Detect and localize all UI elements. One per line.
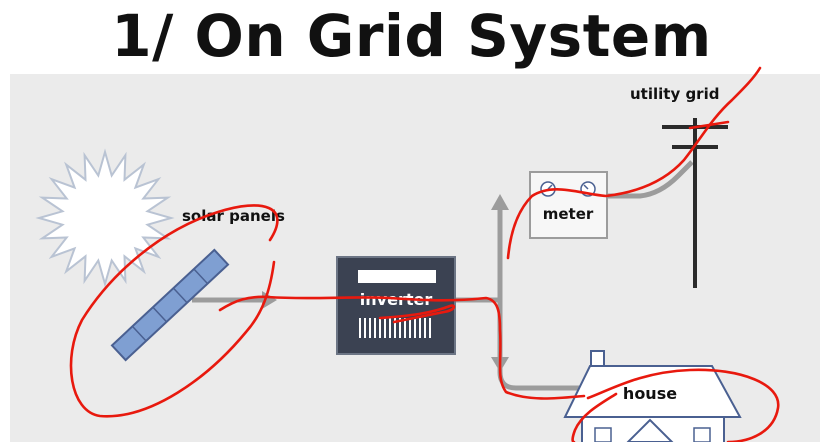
house-icon	[563, 350, 742, 442]
house-label: house	[623, 384, 677, 403]
red-annotation-strokes	[69, 66, 780, 442]
solar-panel-icon	[110, 248, 230, 362]
wire-meter-to-grid	[607, 160, 694, 199]
annotation-line-to-inverter	[218, 295, 586, 400]
porch-gable	[626, 418, 674, 442]
annotation-zigzag-inverter	[378, 304, 456, 324]
meter-label: meter	[543, 205, 594, 223]
arrow-to-meter	[491, 194, 509, 210]
inverter-icon	[336, 256, 456, 355]
page-title: 1/ On Grid System	[111, 2, 712, 70]
window-right	[693, 427, 711, 442]
utility-grid-label: utility grid	[630, 85, 719, 103]
annotation-line-to-grid	[506, 66, 762, 260]
solar-panels-label: solar panels	[182, 207, 285, 225]
annotation-loop-house	[571, 368, 780, 442]
annotation-loop-utility-grid	[688, 120, 730, 130]
annotation-loop-solar-panels	[69, 204, 279, 418]
window-left	[594, 427, 612, 442]
